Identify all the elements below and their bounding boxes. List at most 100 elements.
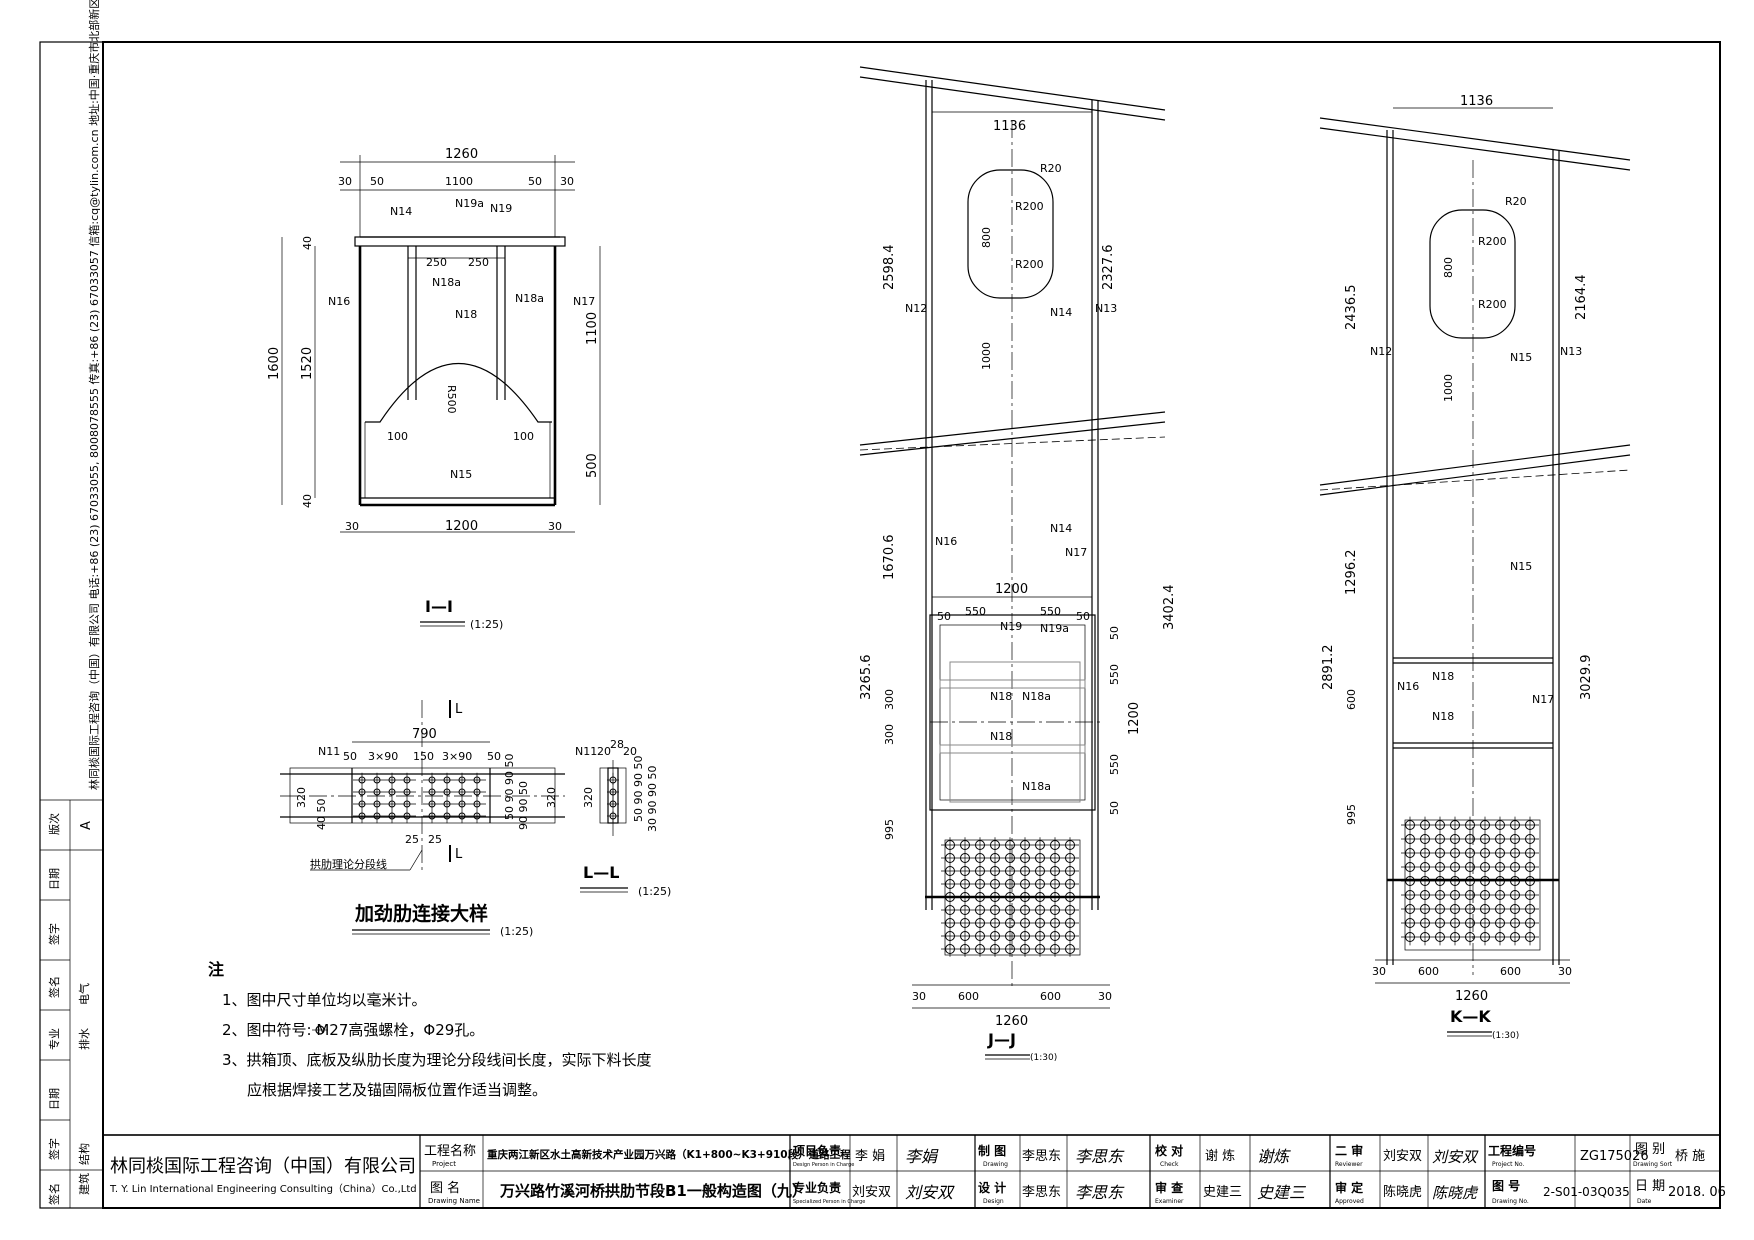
project-no-label: 工程编号 xyxy=(1488,1143,1536,1158)
section-J-title: J—J xyxy=(987,1030,1016,1049)
bolt-group-left xyxy=(353,772,416,824)
J-label-N14a: N14 xyxy=(1050,306,1072,319)
label-N11: N11 xyxy=(318,745,340,758)
dim-40a: 40 xyxy=(301,236,314,250)
role-name: 谢 炼 xyxy=(1205,1148,1235,1164)
notes-heading: 注 xyxy=(208,960,224,979)
section-I-title: I—I xyxy=(425,597,453,616)
J-label-N14b: N14 xyxy=(1050,522,1072,535)
K-dim-r200b: R200 xyxy=(1478,298,1507,311)
role-label: 审 查 xyxy=(1155,1180,1184,1195)
J-dim-550b: 550 xyxy=(1040,605,1061,618)
K-label-N16: N16 xyxy=(1397,680,1419,693)
sidebar-cell: 签字 xyxy=(47,1138,61,1160)
K-dim-2891: 2891.2 xyxy=(1321,645,1336,691)
K-label-N17: N17 xyxy=(1532,693,1554,706)
J-dim-b30b: 30 xyxy=(1098,990,1112,1003)
sidebar-cell: 建筑 xyxy=(77,1173,91,1195)
K-label-N15a: N15 xyxy=(1510,351,1532,364)
dim-30br: 30 xyxy=(548,520,562,533)
section-mark-L-bottom: L xyxy=(455,847,463,862)
J-dim-v550a: 550 xyxy=(1108,664,1121,685)
role-label-en: Design Person in Charge xyxy=(793,1162,854,1168)
dim-1100: 1100 xyxy=(445,175,473,188)
section-I-scale: (1:25) xyxy=(470,618,503,631)
K-label-N12: N12 xyxy=(1370,345,1392,358)
notes-block: 注 1、图中尺寸单位均以毫米计。 2、图中符号: M27高强螺栓，Φ29孔。 3… xyxy=(208,960,652,1099)
role-label-en: Reviewer xyxy=(1335,1161,1363,1168)
K-dim-1296: 1296.2 xyxy=(1344,550,1359,596)
sidebar-cell: 排水 xyxy=(77,1028,91,1050)
role-signature: 陈晓虎 xyxy=(1432,1184,1479,1202)
dim-s4: 3×90 xyxy=(442,750,472,763)
role-name: 史建三 xyxy=(1203,1185,1242,1200)
note-4: 应根据焊接工艺及锚固隔板位置作适当调整。 xyxy=(247,1081,547,1099)
J-label-N18c: N18 xyxy=(990,730,1012,743)
date-label: 日 期 xyxy=(1635,1179,1665,1194)
K-dim-2164: 2164.4 xyxy=(1574,275,1589,321)
role-label-en: Check xyxy=(1160,1161,1179,1168)
dim-1100v: 1100 xyxy=(585,312,600,345)
section-K-view: 1136 2436.5 2164.4 800 1000 R20 R200 R20… xyxy=(1319,94,1631,1041)
role-label: 校 对 xyxy=(1155,1143,1183,1158)
dim-790: 790 xyxy=(412,727,437,742)
project-label: 工程名称 xyxy=(424,1143,476,1159)
K-label-N18b: N18 xyxy=(1432,710,1454,723)
J-dim-b1260: 1260 xyxy=(995,1014,1028,1029)
K-dim-2436: 2436.5 xyxy=(1344,285,1359,331)
K-label-N15b: N15 xyxy=(1510,560,1532,573)
dim-25b: 25 xyxy=(428,833,442,846)
dim-100b: 100 xyxy=(513,430,534,443)
K-dim-b600a: 600 xyxy=(1418,965,1439,978)
drawing-no-label: 图 号 xyxy=(1492,1178,1520,1193)
section-L-view: N11 20 28 20 320 50 90 90 50 30 90 90 50… xyxy=(575,738,671,898)
sidebar-cell: 日期 xyxy=(48,868,61,890)
bolt-group-L xyxy=(607,772,619,824)
bolt-group-right xyxy=(423,772,486,824)
detail-title: 加劲肋连接大样 xyxy=(354,902,488,925)
drawing-name: 万兴路竹溪河桥拱肋节段B1一般构造图（九） xyxy=(499,1182,807,1200)
drawing-no-label-en: Drawing No. xyxy=(1492,1198,1529,1205)
revision-label: 版次 xyxy=(47,813,61,835)
dim-1200: 1200 xyxy=(445,519,478,534)
J-dim-v550b: 550 xyxy=(1108,754,1121,775)
role-label-en: Design xyxy=(983,1198,1004,1205)
label-N16: N16 xyxy=(328,295,350,308)
note-1: 1、图中尺寸单位均以毫米计。 xyxy=(222,991,427,1009)
J-dim-b600a: 600 xyxy=(958,990,979,1003)
label-L-N11: N11 xyxy=(575,745,597,758)
role-label: 审 定 xyxy=(1335,1180,1363,1195)
dim-40-50: 40 50 xyxy=(315,799,328,831)
dim-r500: R500 xyxy=(445,385,458,414)
J-dim-r200a: R200 xyxy=(1015,200,1044,213)
dim-320l: 320 xyxy=(295,787,308,808)
sidebar-cell: 签名 xyxy=(47,1183,61,1205)
dim-s5: 50 xyxy=(487,750,501,763)
dim-100a: 100 xyxy=(387,430,408,443)
K-dim-r20: R20 xyxy=(1505,195,1527,208)
J-label-N18b: N18a xyxy=(1022,690,1051,703)
J-label-N12: N12 xyxy=(905,302,927,315)
role-signature: 谢炼 xyxy=(1257,1147,1291,1166)
label-L-stack: 50 90 90 50 xyxy=(632,756,645,822)
section-L-title: L—L xyxy=(583,863,619,882)
bolt-grid-J xyxy=(941,837,1079,957)
J-dim-300a: 300 xyxy=(883,689,896,710)
K-dim-1136: 1136 xyxy=(1460,94,1493,109)
section-K-scale: (1:30) xyxy=(1492,1031,1519,1041)
role-label: 专业负责 xyxy=(793,1180,841,1195)
K-dim-1000: 1000 xyxy=(1442,374,1455,402)
note-2: 2、图中符号: M27高强螺栓，Φ29孔。 xyxy=(222,1021,484,1039)
sidebar-cell: 签名 xyxy=(47,976,61,998)
J-dim-1670: 1670.6 xyxy=(882,535,897,581)
label-L-320: 320 xyxy=(582,787,595,808)
role-label-en: Specialized Person in Charge xyxy=(793,1199,865,1205)
dim-50l: 50 xyxy=(370,175,384,188)
project-name: 重庆两江新区水土高新技术产业园万兴路（K1+800~K3+910段）道路工程 xyxy=(487,1148,851,1161)
dim-s3: 150 xyxy=(413,750,434,763)
company-address-line: 林同棪国际工程咨询（中国）有限公司 电话:+86 (23) 67033055, … xyxy=(87,0,101,790)
company-name-en: T. Y. Lin International Engineering Cons… xyxy=(109,1183,417,1195)
J-dim-3402: 3402.4 xyxy=(1162,585,1177,631)
J-dim-r20: R20 xyxy=(1040,162,1062,175)
sort-label: 图 别 xyxy=(1635,1142,1665,1157)
